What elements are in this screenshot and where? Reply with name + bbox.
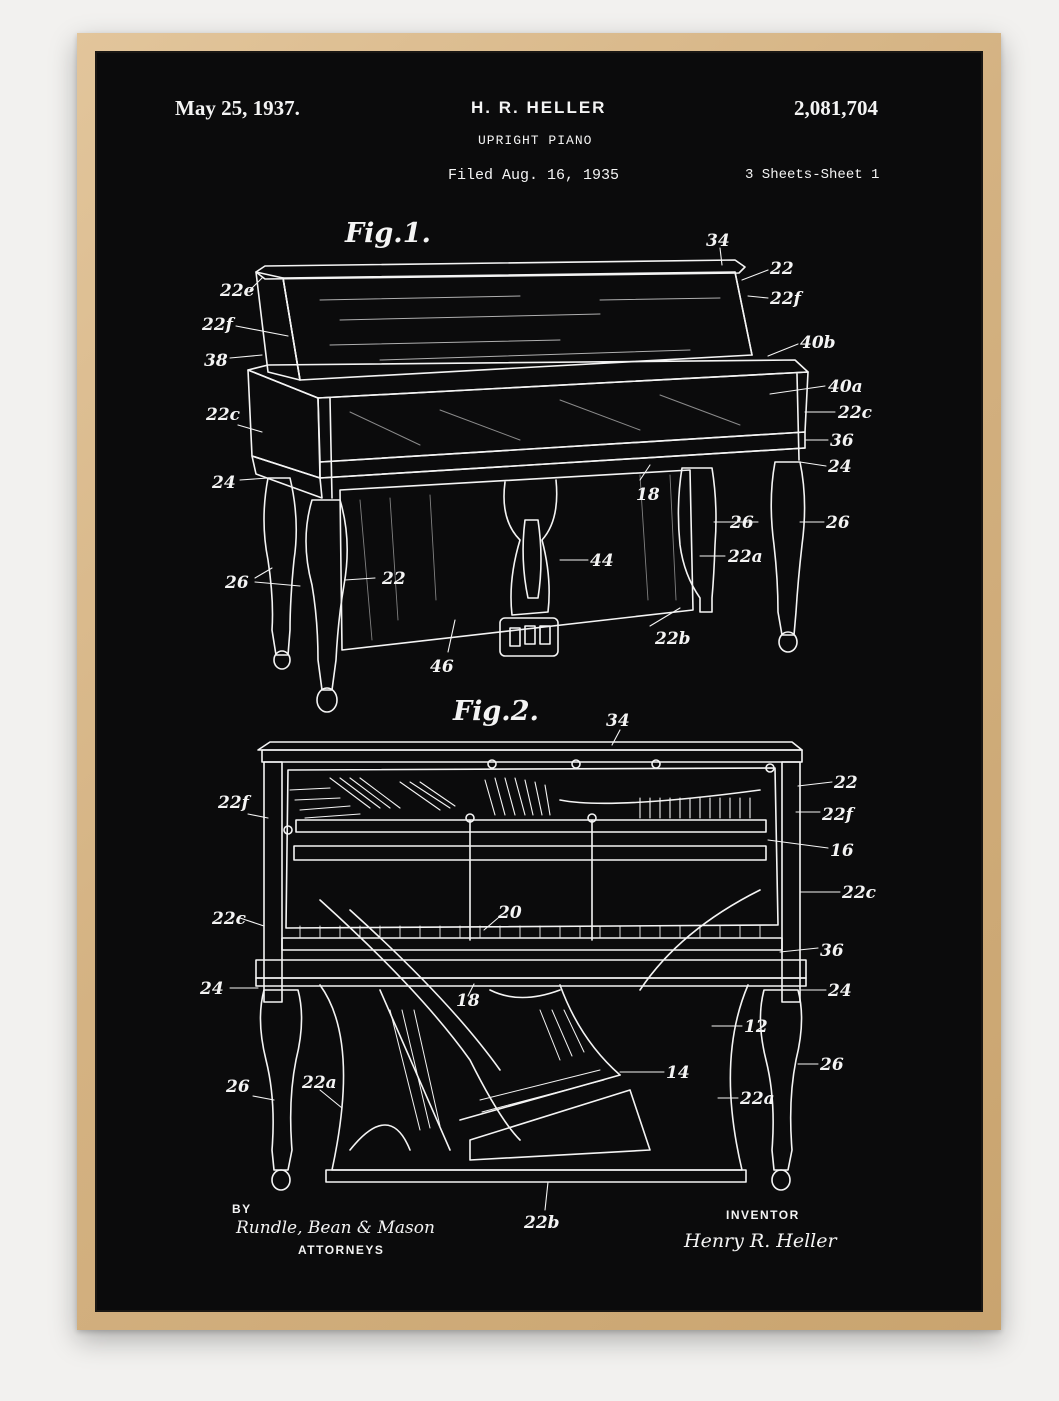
label: 24 [211, 473, 236, 493]
sheet-info: 3 Sheets-Sheet 1 [745, 167, 880, 183]
label: 22c [205, 405, 241, 425]
label: 22b [654, 629, 691, 649]
label: 26 [825, 513, 850, 533]
filed-date: Filed Aug. 16, 1935 [448, 167, 620, 184]
label: 16 [830, 841, 854, 861]
label: 22a [301, 1073, 337, 1093]
label: 40b [800, 333, 836, 353]
label: 22e [219, 281, 255, 301]
label: 38 [204, 351, 228, 371]
figure-2-title: Fig.2. [453, 696, 539, 727]
label: 22f [217, 793, 252, 813]
by-label: BY [232, 1202, 252, 1216]
label: 22c [837, 403, 873, 423]
label: 46 [430, 657, 454, 677]
label: 24 [827, 457, 852, 477]
label: 12 [744, 1017, 768, 1037]
label: 22a [739, 1089, 775, 1109]
label: 22a [727, 547, 763, 567]
fig1-reference-labels: 34 22 22f 40b 40a 22c 36 24 26 26 22a 22… [201, 231, 873, 677]
label: 24 [827, 981, 852, 1001]
patent-poster [95, 51, 983, 1312]
label: 22f [821, 805, 856, 825]
patent-number: 2,081,704 [794, 96, 878, 120]
patent-title: UPRIGHT PIANO [478, 133, 593, 148]
label: 24 [199, 979, 224, 999]
inventor-name: H. R. HELLER [471, 98, 607, 117]
label: 22 [833, 773, 858, 793]
label: 40a [828, 377, 863, 397]
label: 22 [381, 569, 406, 589]
attorneys-signature: Rundle, Bean & Mason [236, 1218, 435, 1238]
label: 34 [606, 711, 630, 731]
label: 26 [729, 513, 754, 533]
attorneys-label: ATTORNEYS [298, 1243, 385, 1257]
label: 26 [819, 1055, 844, 1075]
label: 18 [636, 485, 660, 505]
label: 36 [830, 431, 854, 451]
label: 22f [201, 315, 236, 335]
fig1-piano-drawing [229, 247, 836, 713]
label: 36 [820, 941, 844, 961]
label: 44 [590, 551, 614, 571]
label: 22b [523, 1213, 560, 1233]
label: 26 [225, 1077, 250, 1097]
label: 26 [224, 573, 249, 593]
figure-1-title: Fig.1. [345, 218, 431, 249]
inventor-signature: Henry R. Heller [684, 1230, 837, 1252]
fig2-reference-labels: 34 22 22f 16 22c 36 24 12 26 14 22a 22b … [199, 711, 877, 1233]
label: 22f [769, 289, 804, 309]
label: 22 [769, 259, 794, 279]
fig2-piano-drawing [229, 729, 841, 1211]
label: 22c [841, 883, 877, 903]
label: 14 [666, 1063, 690, 1083]
inventor-label: INVENTOR [726, 1208, 800, 1222]
patent-date: May 25, 1937. [175, 96, 300, 120]
label: 18 [456, 991, 480, 1011]
label: 20 [497, 903, 522, 923]
label: 22c [211, 909, 247, 929]
label: 34 [706, 231, 730, 251]
